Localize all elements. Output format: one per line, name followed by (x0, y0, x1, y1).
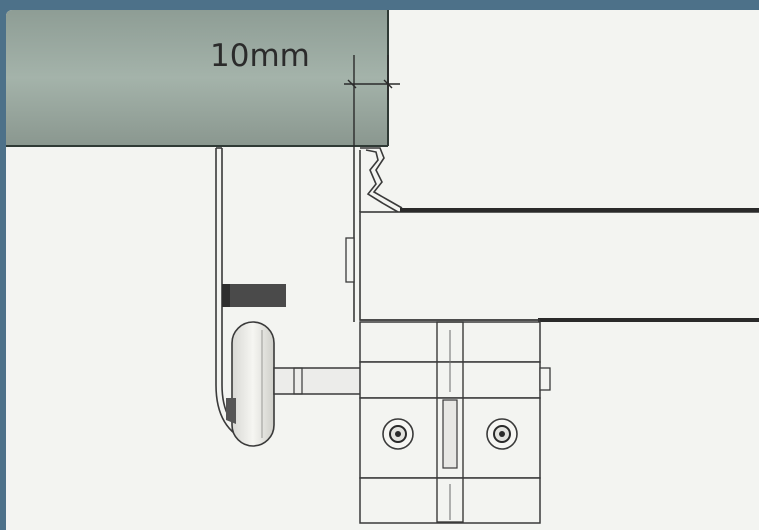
upper-rail (359, 208, 759, 321)
guide-clip (345, 237, 355, 283)
dimension-label: 10mm (210, 38, 310, 74)
roller-axle (273, 367, 365, 395)
roller-wheel (226, 321, 275, 447)
dimension-marker (344, 55, 400, 150)
roller-bracket-diagram: 10mm (6, 10, 759, 524)
stop-block (222, 284, 286, 307)
guide-channel (353, 147, 403, 322)
screw-left (382, 418, 414, 450)
diagram-panel: 10mm (6, 10, 759, 530)
screw-right (486, 418, 518, 450)
top-board (6, 10, 388, 146)
stop-block-edge (222, 284, 230, 307)
